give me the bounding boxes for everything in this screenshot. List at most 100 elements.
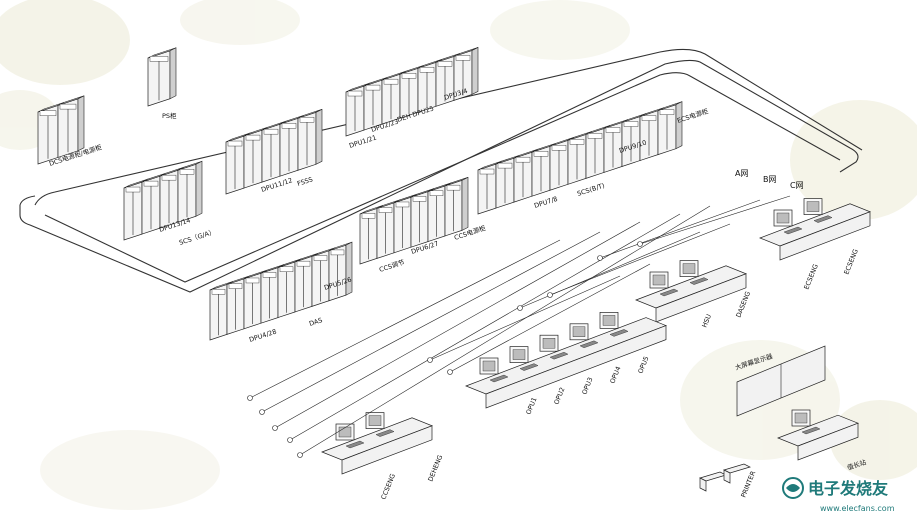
feeder-terminator [637, 241, 643, 247]
network-ring [19, 48, 863, 293]
watermark: 电子发烧友 www.elecfans.com [782, 477, 895, 513]
cabinet-tag [228, 283, 243, 289]
feeder-terminator [297, 452, 303, 458]
keyboard-icon [801, 426, 821, 435]
cabinet-tag [641, 115, 657, 121]
cabinet-tag [659, 109, 675, 115]
feeder-terminator [247, 395, 253, 401]
net-a-label: A网 [735, 169, 748, 178]
keyboard-icon [783, 226, 803, 235]
cabinet-tag [245, 134, 261, 141]
keyboard-icon [549, 351, 569, 360]
keyboard-icon [813, 215, 833, 223]
desk-front [655, 273, 747, 323]
cabinet-tag [419, 67, 435, 73]
printer-side [699, 477, 707, 492]
cabinet-tag [279, 266, 294, 272]
cabinet-tag [263, 128, 279, 135]
station-ecseng[interactable] [759, 198, 871, 261]
screen [682, 263, 696, 274]
feeder-line [249, 239, 561, 399]
desk-top [465, 317, 667, 395]
cabinet-tag [227, 140, 243, 147]
cabinet-tag [281, 123, 297, 129]
label-deheng: DEHENG [426, 454, 444, 483]
label-ecseng: ECSENG [802, 263, 819, 291]
feeder-line [299, 205, 711, 456]
screen [572, 326, 586, 337]
screen [338, 426, 352, 438]
station-engineer[interactable] [777, 409, 859, 461]
cabinet-tag [515, 156, 531, 163]
keyboard-icon [489, 374, 509, 383]
screen [542, 338, 556, 349]
cabinet-dpu-13-14 [123, 160, 203, 241]
cabinet-tag [179, 169, 195, 175]
label-ccs-2: CCS调节 [378, 257, 406, 274]
cabinet-tag [262, 272, 277, 278]
cabinet-side [77, 95, 85, 152]
keyboard-icon [659, 288, 679, 297]
label-printer: PRINTER [739, 470, 757, 499]
label-opu3: OPU3 [580, 376, 594, 396]
keyboard-icon [609, 329, 629, 337]
cabinet-dcs [37, 95, 85, 165]
cabinet-side [169, 47, 177, 100]
label-dpu-1-21: DPU1/21 [348, 134, 377, 150]
large-screen-display [736, 345, 826, 417]
cabinet-tag [437, 61, 453, 67]
cabinet-tag [412, 196, 427, 202]
label-hsu: HSU [700, 313, 713, 329]
keyboard-icon [519, 363, 539, 371]
cabinet-tag [296, 260, 311, 267]
cabinet-dpu-11-12 [225, 108, 323, 195]
cabinet-tag [378, 207, 393, 213]
cabinet-tag [245, 277, 260, 284]
cabinet-dpu-9-10 [477, 101, 683, 215]
feeder-line [549, 223, 731, 296]
label-daseng: DASENG [734, 290, 752, 318]
cabinet-side [195, 160, 203, 217]
cabinet-tag [401, 73, 417, 79]
cabinet-tag [623, 121, 639, 127]
feeder-line [429, 275, 621, 361]
feeder-terminator [547, 292, 553, 298]
station-ccseng-deheng[interactable] [321, 412, 433, 475]
label-opu1: OPU1 [524, 396, 538, 416]
keyboard-icon [689, 277, 709, 285]
cabinet-side [461, 176, 469, 231]
cabinet-ccs [359, 176, 469, 265]
label-dpu-4-28: DPU4/28 [248, 328, 277, 344]
cabinet-tag [347, 90, 363, 97]
cabinet-tag [383, 78, 399, 85]
station-hsu-daseng[interactable] [635, 260, 747, 323]
screen [368, 415, 382, 426]
desk-front [797, 422, 859, 461]
cabinet-side [471, 46, 479, 95]
cabinet-tag [125, 186, 141, 193]
feeder-terminator [447, 369, 453, 375]
feeder-terminator [597, 255, 603, 261]
watermark-text: 电子发烧友 [808, 479, 889, 498]
feeder-line [289, 213, 681, 441]
cabinet-tag [551, 145, 567, 151]
cabinet-tag [330, 249, 345, 256]
feeder-line [599, 199, 761, 259]
label-scs-2: SCS(B/T) [576, 181, 606, 197]
feeder-terminator [272, 425, 278, 431]
feeder-terminator [287, 437, 293, 443]
net-c-label: C网 [790, 181, 804, 190]
keyboard-icon [375, 429, 395, 437]
screen [482, 360, 496, 372]
watermark-url: www.elecfans.com [820, 504, 895, 513]
screen [806, 201, 820, 212]
watermark-logo-icon [782, 477, 804, 499]
cabinet-tag [143, 180, 159, 187]
cabinet-tag [605, 127, 621, 133]
label-opu4: OPU4 [608, 365, 622, 385]
screen [652, 274, 666, 286]
cabinet-side [675, 101, 683, 150]
cabinet-tag [313, 255, 328, 261]
station-opu[interactable] [465, 312, 667, 409]
